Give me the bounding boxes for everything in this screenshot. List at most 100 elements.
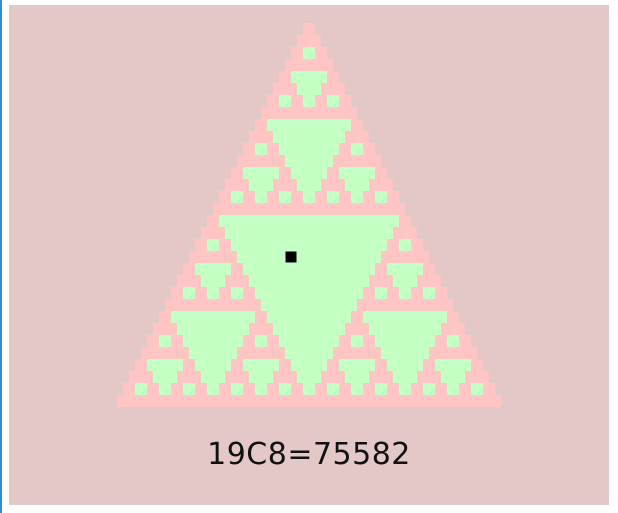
pascal-cell-even[interactable] [363, 167, 375, 179]
pascal-cell-odd[interactable] [393, 227, 405, 239]
pascal-cell-odd[interactable] [351, 311, 363, 323]
pascal-cell-odd[interactable] [333, 371, 345, 383]
pascal-cell-even[interactable] [351, 191, 363, 203]
pascal-cell-even[interactable] [261, 275, 273, 287]
pascal-cell-odd[interactable] [441, 299, 453, 311]
pascal-cell-even[interactable] [369, 227, 381, 239]
pascal-cell-even[interactable] [315, 167, 327, 179]
pascal-cell-odd[interactable] [381, 203, 393, 215]
pascal-cell-odd[interactable] [357, 131, 369, 143]
pascal-cell-even[interactable] [297, 371, 309, 383]
pascal-cell-even[interactable] [351, 215, 363, 227]
pascal-cell-odd[interactable] [429, 299, 441, 311]
pascal-cell-odd[interactable] [321, 371, 333, 383]
pascal-cell-odd[interactable] [147, 383, 159, 395]
pascal-cell-even[interactable] [423, 287, 435, 299]
pascal-cell-odd[interactable] [243, 287, 255, 299]
pascal-cell-even[interactable] [225, 227, 237, 239]
pascal-cell-even[interactable] [195, 263, 207, 275]
pascal-cell-odd[interactable] [309, 395, 321, 407]
pascal-cell-even[interactable] [261, 251, 273, 263]
pascal-cell-even[interactable] [261, 227, 273, 239]
pascal-cell-even[interactable] [213, 371, 225, 383]
pascal-cell-even[interactable] [279, 311, 291, 323]
pascal-cell-odd[interactable] [297, 35, 309, 47]
pascal-cell-odd[interactable] [435, 335, 447, 347]
pascal-cell-odd[interactable] [345, 131, 357, 143]
pascal-cell-even[interactable] [213, 275, 225, 287]
pascal-cell-even[interactable] [291, 239, 303, 251]
pascal-cell-odd[interactable] [219, 287, 231, 299]
pascal-cell-odd[interactable] [333, 347, 345, 359]
pascal-cell-even[interactable] [333, 251, 345, 263]
pascal-cell-even[interactable] [441, 371, 453, 383]
pascal-cell-even[interactable] [213, 323, 225, 335]
pascal-cell-odd[interactable] [255, 311, 267, 323]
pascal-cell-even[interactable] [207, 311, 219, 323]
pascal-cell-even[interactable] [327, 335, 339, 347]
pascal-cell-odd[interactable] [273, 203, 285, 215]
pascal-cell-odd[interactable] [249, 131, 261, 143]
pascal-cell-even[interactable] [351, 383, 363, 395]
pascal-cell-even[interactable] [237, 227, 249, 239]
pascal-cell-even[interactable] [321, 323, 333, 335]
pascal-cell-even[interactable] [189, 347, 201, 359]
pascal-cell-odd[interactable] [357, 155, 369, 167]
pascal-cell-odd[interactable] [249, 299, 261, 311]
pascal-cell-even[interactable] [321, 275, 333, 287]
pascal-cell-even[interactable] [309, 275, 321, 287]
pascal-cell-even[interactable] [267, 239, 279, 251]
pascal-cell-odd[interactable] [273, 107, 285, 119]
pascal-cell-odd[interactable] [231, 263, 243, 275]
pascal-cell-odd[interactable] [255, 119, 267, 131]
pascal-cell-odd[interactable] [417, 371, 429, 383]
pascal-cell-odd[interactable] [249, 155, 261, 167]
pascal-cell-even[interactable] [243, 167, 255, 179]
pascal-cell-odd[interactable] [489, 395, 501, 407]
pascal-cell-even[interactable] [279, 287, 291, 299]
pascal-cell-even[interactable] [351, 143, 363, 155]
pascal-cell-odd[interactable] [405, 395, 417, 407]
pascal-cell-odd[interactable] [273, 395, 285, 407]
pascal-cell-even[interactable] [303, 71, 315, 83]
pascal-cell-even[interactable] [339, 263, 351, 275]
pascal-cell-even[interactable] [255, 263, 267, 275]
pascal-cell-even[interactable] [423, 335, 435, 347]
pascal-cell-even[interactable] [255, 335, 267, 347]
pascal-cell-even[interactable] [267, 119, 279, 131]
pascal-cell-even[interactable] [201, 323, 213, 335]
pascal-cell-odd[interactable] [165, 395, 177, 407]
pascal-cell-odd[interactable] [321, 395, 333, 407]
pascal-cell-even[interactable] [321, 251, 333, 263]
pascal-cell-even[interactable] [375, 287, 387, 299]
pascal-cell-even[interactable] [327, 119, 339, 131]
pascal-cell-odd[interactable] [285, 107, 297, 119]
pascal-cell-even[interactable] [375, 383, 387, 395]
pascal-cell-even[interactable] [231, 311, 243, 323]
pascal-cell-even[interactable] [405, 347, 417, 359]
pascal-cell-even[interactable] [249, 371, 261, 383]
pascal-cell-odd[interactable] [225, 371, 237, 383]
pascal-cell-odd[interactable] [261, 203, 273, 215]
pascal-cell-odd[interactable] [357, 299, 369, 311]
pascal-cell-even[interactable] [297, 83, 309, 95]
pascal-cell-even[interactable] [243, 311, 255, 323]
pascal-cell-odd[interactable] [363, 191, 375, 203]
pascal-cell-odd[interactable] [393, 251, 405, 263]
pascal-cell-even[interactable] [351, 167, 363, 179]
pascal-cell-even[interactable] [357, 275, 369, 287]
pascal-cell-even[interactable] [429, 323, 441, 335]
pascal-cell-odd[interactable] [387, 191, 399, 203]
pascal-cell-even[interactable] [225, 323, 237, 335]
pascal-cell-even[interactable] [291, 167, 303, 179]
pascal-cell-odd[interactable] [201, 395, 213, 407]
pascal-cell-even[interactable] [255, 191, 267, 203]
pascal-cell-odd[interactable] [267, 191, 279, 203]
pascal-cell-even[interactable] [219, 335, 231, 347]
pascal-cell-odd[interactable] [195, 287, 207, 299]
pascal-cell-even[interactable] [405, 323, 417, 335]
pascal-cell-odd[interactable] [387, 383, 399, 395]
pascal-cell-odd[interactable] [297, 107, 309, 119]
pascal-cell-even[interactable] [351, 287, 363, 299]
pascal-cell-even[interactable] [399, 239, 411, 251]
